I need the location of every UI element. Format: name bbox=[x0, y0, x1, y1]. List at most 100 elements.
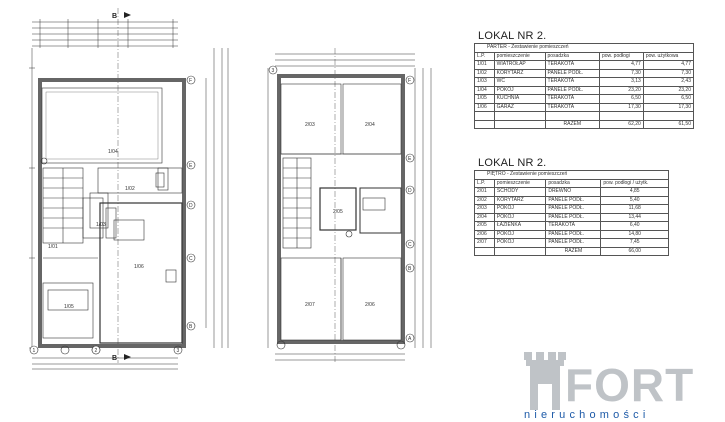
parter-total-label: RAZEM bbox=[544, 119, 600, 129]
cell: KORYTARZ bbox=[493, 195, 547, 205]
ground-floor-plan: F E D C B 1 2 3 1/04 1/05 1/06 1/02 1/03… bbox=[28, 8, 243, 370]
col-lp: L.P. bbox=[474, 51, 495, 61]
room-2-04-label: 2/04 bbox=[365, 122, 375, 128]
cell: POKÓJ bbox=[493, 204, 547, 214]
section-mark-bottom: B bbox=[112, 355, 117, 362]
parter-total-row: RAZEM 62,20 61,50 bbox=[474, 119, 695, 129]
cell: 2,43 bbox=[642, 77, 695, 87]
cell: 4,77 bbox=[598, 60, 644, 70]
upper-axis-a: A bbox=[408, 336, 412, 342]
cell: 4,77 bbox=[642, 60, 695, 70]
cell: 1/02 bbox=[474, 68, 495, 78]
logo-wordmark: FORT bbox=[565, 359, 695, 411]
room-1-06-label: 1/06 bbox=[134, 264, 144, 270]
col-floor: posadzka bbox=[545, 178, 602, 188]
cell: POKÓJ bbox=[493, 85, 546, 95]
cell: SCHODY bbox=[493, 187, 547, 197]
col-usable-area: pow. użytkowa bbox=[642, 51, 695, 61]
cell: 7,30 bbox=[642, 68, 695, 78]
cell: 3,13 bbox=[598, 77, 644, 87]
cell: POKÓJ bbox=[493, 238, 547, 248]
upper-axis-c: C bbox=[408, 242, 412, 248]
cell: TERAKOTA bbox=[544, 60, 600, 70]
axis-f: F bbox=[189, 78, 192, 84]
room-1-04-label: 1/04 bbox=[108, 149, 118, 155]
col-floor: posadzka bbox=[544, 51, 600, 61]
cell: POKÓJ bbox=[493, 229, 547, 239]
col-lp: L.P. bbox=[474, 178, 495, 188]
ground-floor-drawing: F E D C B 1 2 3 1/04 1/05 1/06 1/02 1/03… bbox=[29, 8, 229, 370]
cell: PANELE PODŁ. bbox=[545, 212, 602, 222]
cell: 1/01 bbox=[474, 60, 495, 70]
table-row: 2/06 POKÓJ PANELE PODŁ. 14,80 bbox=[474, 229, 669, 239]
cell: POKÓJ bbox=[493, 212, 547, 222]
parter-table-title: LOKAL NR 2. bbox=[478, 30, 547, 42]
upper-floor-drawing: F E D C B A 3 2/03 2/04 2/05 2/07 2/06 bbox=[267, 48, 432, 363]
pietro-table-title: LOKAL NR 2. bbox=[478, 157, 547, 169]
col-floor-area: pow. podłogi bbox=[598, 51, 644, 61]
pietro-room-table: PIĘTRO - Zestawienie pomieszczeń L.P. po… bbox=[474, 170, 669, 256]
parter-subtitle: PARTER - Zestawienie pomieszczeń bbox=[474, 43, 694, 53]
cell: 4,85 bbox=[600, 187, 669, 197]
col-room: pomieszczenie bbox=[493, 51, 546, 61]
cell: 1/04 bbox=[474, 85, 495, 95]
spacer-row bbox=[474, 111, 695, 121]
cell: PANELE PODŁ. bbox=[544, 85, 600, 95]
cell: PANELE PODŁ. bbox=[545, 229, 602, 239]
cell: 2/02 bbox=[474, 195, 495, 205]
upper-axis-3: 3 bbox=[272, 68, 275, 74]
cell: PANELE PODŁ. bbox=[545, 238, 602, 248]
room-2-05-label: 2/05 bbox=[333, 209, 343, 215]
cell: TERAKOTA bbox=[544, 94, 600, 104]
cell: 1/05 bbox=[474, 94, 495, 104]
axis-c: C bbox=[189, 256, 193, 262]
cell: TERAKOTA bbox=[544, 77, 600, 87]
cell: 2/05 bbox=[474, 221, 495, 231]
cell: 23,20 bbox=[642, 85, 695, 95]
pietro-total-row: RAZEM 66,00 bbox=[474, 246, 669, 256]
cell: KORYTARZ bbox=[493, 68, 546, 78]
room-2-03-label: 2/03 bbox=[305, 122, 315, 128]
pietro-total-value: 66,00 bbox=[600, 246, 669, 256]
upper-axis-d: D bbox=[408, 188, 412, 194]
room-1-02-label: 1/02 bbox=[125, 186, 135, 192]
axis-d: D bbox=[189, 203, 193, 209]
upper-axis-e: E bbox=[408, 156, 412, 162]
table-row: 1/01 WIATROŁAP TERAKOTA 4,77 4,77 bbox=[474, 60, 695, 70]
upper-axis-f: F bbox=[408, 78, 411, 84]
cell: 6,40 bbox=[600, 221, 669, 231]
parter-room-table: PARTER - Zestawienie pomieszczeń L.P. po… bbox=[474, 43, 695, 129]
table-row: 1/04 POKÓJ PANELE PODŁ. 23,20 23,20 bbox=[474, 85, 695, 95]
table-row: 1/03 WC TERAKOTA 3,13 2,43 bbox=[474, 77, 695, 87]
axis-1: 1 bbox=[33, 348, 36, 354]
parter-header-row: L.P. pomieszczenie posadzka pow. podłogi… bbox=[474, 51, 695, 61]
pietro-header-row: L.P. pomieszczenie posadzka pow. podłogi… bbox=[474, 178, 669, 188]
fort-logo bbox=[522, 350, 722, 422]
pietro-subtitle-row: PIĘTRO - Zestawienie pomieszczeń bbox=[474, 170, 669, 180]
cell: TERAKOTA bbox=[544, 102, 600, 112]
table-row: 2/02 KORYTARZ PANELE PODŁ. 5,40 bbox=[474, 195, 669, 205]
col-area: pow. podłogi / użytk. bbox=[600, 178, 669, 188]
cell: WIATROŁAP bbox=[493, 60, 546, 70]
table-row: 2/05 ŁAZIENKA TERAKOTA 6,40 bbox=[474, 221, 669, 231]
cell: KUCHNIA bbox=[493, 94, 546, 104]
cell: 7,45 bbox=[600, 238, 669, 248]
parter-subtitle-row: PARTER - Zestawienie pomieszczeń bbox=[474, 43, 694, 53]
upper-axis-b: B bbox=[408, 266, 412, 272]
table-row: 1/06 GARAŻ TERAKOTA 17,30 17,30 bbox=[474, 102, 695, 112]
table-row: 2/04 POKÓJ PANELE PODŁ. 13,44 bbox=[474, 212, 669, 222]
cell: 6,50 bbox=[598, 94, 644, 104]
cell: 2/04 bbox=[474, 212, 495, 222]
cell: 2/07 bbox=[474, 238, 495, 248]
cell: TERAKOTA bbox=[545, 221, 602, 231]
table-row: 1/02 KORYTARZ PANELE PODŁ. 7,30 7,30 bbox=[474, 68, 695, 78]
pietro-subtitle: PIĘTRO - Zestawienie pomieszczeń bbox=[474, 170, 669, 180]
table-row: 2/07 POKÓJ PANELE PODŁ. 7,45 bbox=[474, 238, 669, 248]
room-2-06-label: 2/06 bbox=[365, 302, 375, 308]
cell: 6,50 bbox=[642, 94, 695, 104]
cell: 17,30 bbox=[598, 102, 644, 112]
axis-b: B bbox=[189, 324, 193, 330]
axis-2: 2 bbox=[95, 348, 98, 354]
pietro-total-label: RAZEM bbox=[545, 246, 602, 256]
cell: GARAŻ bbox=[493, 102, 546, 112]
